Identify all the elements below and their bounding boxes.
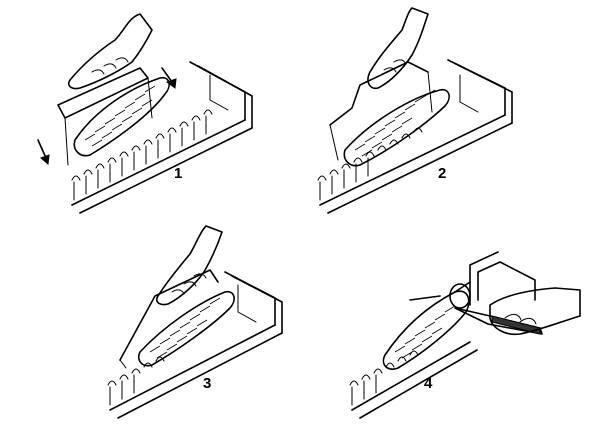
panel-3: 3 [107, 225, 283, 419]
panel-4: 4 [349, 251, 581, 419]
drying-rack-icon [107, 271, 283, 419]
hand-icon [489, 287, 581, 336]
drying-rack-icon [71, 61, 253, 214]
step-number-2: 2 [438, 165, 446, 182]
fish-icon [137, 290, 235, 367]
hand-icon [155, 225, 223, 306]
hand-icon [367, 7, 429, 90]
panel-2: 2 [317, 7, 513, 214]
step-number-3: 3 [203, 375, 211, 392]
drying-rack-icon [349, 251, 536, 419]
arrow-icon [37, 139, 50, 165]
arrow-icon [161, 67, 177, 89]
knife-icon [454, 307, 543, 335]
fish-icon [382, 281, 471, 370]
drying-rack-icon [317, 59, 513, 214]
panel-1: 1 [37, 13, 253, 214]
hand-icon [67, 13, 153, 90]
step-number-4: 4 [424, 375, 433, 392]
step-number-1: 1 [174, 165, 182, 182]
fish-icon [73, 76, 170, 157]
fish-icon [343, 88, 450, 167]
